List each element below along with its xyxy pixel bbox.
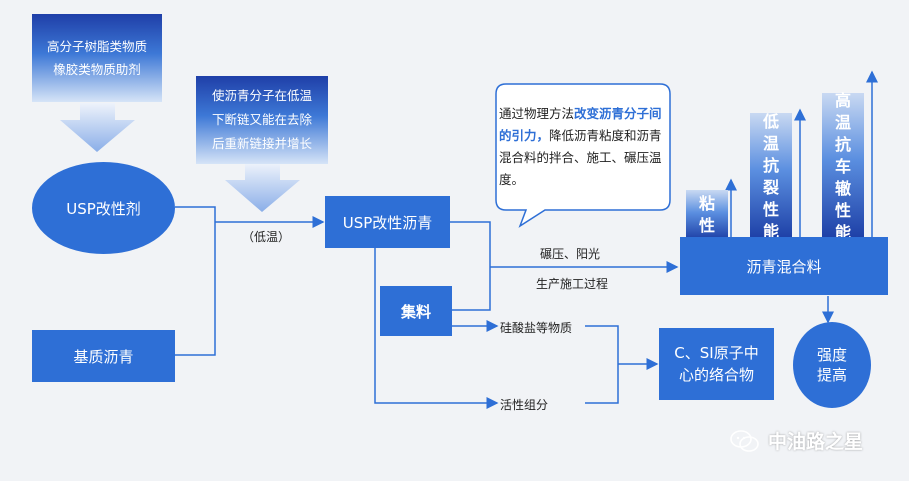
- strength-line-2: 提高: [816, 366, 847, 384]
- watermark-text: 中油路之星: [768, 431, 864, 453]
- line-agent-usp: [175, 206, 216, 222]
- chain-effect-box: 使沥青分子在低温 下断链又能在去除 后重新链接并增长: [196, 76, 328, 164]
- aggregate-label: 集料: [400, 302, 431, 321]
- roll-label: 碾压、阳光: [540, 247, 601, 261]
- usp-agent-label: USP改性剂: [66, 199, 141, 218]
- bar-viscosity-text: 粘性: [698, 194, 715, 235]
- active-component-label: 活性组分: [500, 398, 549, 412]
- line-silicate-join: [585, 325, 619, 404]
- resin-line-2: 橡胶类物质助剂: [53, 62, 141, 77]
- usp-agent-ellipse: USP改性剂: [32, 162, 175, 254]
- chain-line-3: 后重新链接并增长: [211, 136, 312, 151]
- callout-bubble: [495, 83, 671, 228]
- callout-part2: 降低沥青粘度和沥青混合料的拌合、施工、碾压温度。: [499, 128, 662, 187]
- strength-line-1: 强度: [816, 346, 847, 364]
- callout-text: 通过物理方法改变沥青分子间的引力，降低沥青粘度和沥青混合料的拌合、施工、碾压温度…: [499, 103, 669, 191]
- down-arrow-left: [60, 103, 135, 152]
- base-asphalt-label: 基质沥青: [73, 347, 134, 366]
- strength-ellipse: 强度 提高: [793, 322, 871, 408]
- line-usp-down: [374, 248, 499, 409]
- complex-box: C、SI原子中 心的络合物: [659, 328, 774, 400]
- bar-high-temp-rut-text: 高温抗车辙性能: [834, 90, 851, 242]
- low-temp-label: （低温）: [242, 230, 291, 244]
- down-arrow-mid: [225, 163, 300, 212]
- bar-viscosity: 粘性: [686, 190, 728, 240]
- callout-part1: 通过物理方法: [499, 106, 575, 121]
- base-asphalt-box: 基质沥青: [32, 330, 175, 382]
- silicate-label: 硅酸盐等物质: [500, 321, 573, 335]
- complex-line-2: 心的络合物: [678, 366, 754, 384]
- asphalt-mixture-label: 沥青混合料: [746, 257, 822, 276]
- complex-line-1: C、SI原子中: [674, 344, 759, 362]
- aggregate-box: 集料: [380, 286, 452, 336]
- chain-line-2: 下断链又能在去除: [211, 112, 312, 127]
- asphalt-mixture-box: 沥青混合料: [680, 237, 888, 295]
- resin-materials-box: 高分子树脂类物质 橡胶类物质助剂: [32, 14, 162, 102]
- bar-high-temp-rut: 高温抗车辙性能: [822, 91, 864, 242]
- process-label: 生产施工过程: [536, 277, 609, 291]
- callout-highlight: 改变沥青分子间的引力，: [499, 106, 662, 143]
- line-base-usp: [175, 222, 216, 356]
- bar-low-temp-crack: 低温抗裂性能: [750, 111, 792, 241]
- line-usp-right: [450, 221, 491, 311]
- resin-line-1: 高分子树脂类物质: [46, 39, 147, 54]
- bar-low-temp-crack-text: 低温抗裂性能: [762, 111, 779, 241]
- watermark: 中油路之星: [730, 427, 863, 454]
- chain-line-1: 使沥青分子在低温: [211, 88, 312, 103]
- wechat-icon: [730, 429, 759, 452]
- usp-asphalt-box: USP改性沥青: [325, 196, 450, 248]
- usp-asphalt-label: USP改性沥青: [342, 213, 433, 232]
